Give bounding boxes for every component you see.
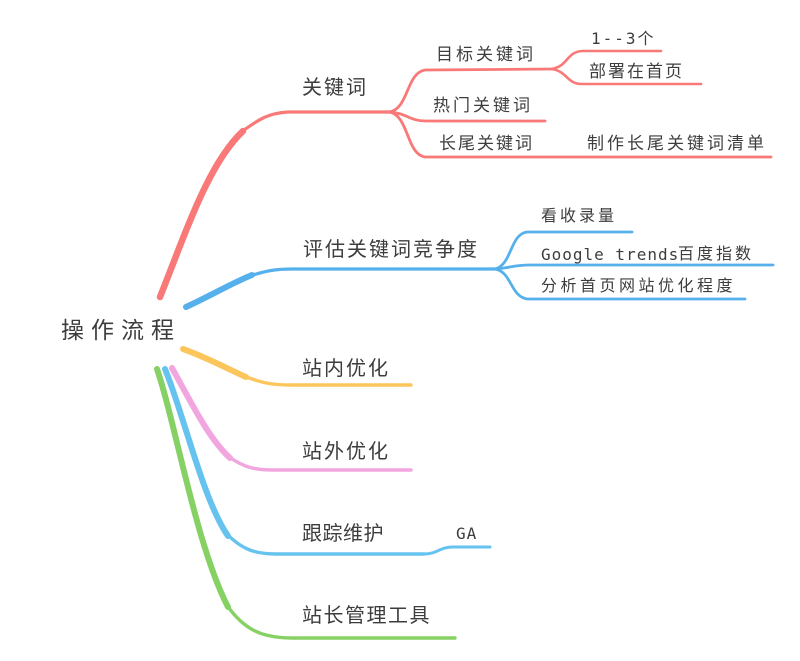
- topic-longtail-keywords[interactable]: 长尾关键词: [439, 134, 534, 154]
- branch-keywords-lines: [156, 49, 773, 301]
- branch-onsite-trunk-curve: [180, 346, 249, 380]
- topic-offsite-optimization[interactable]: 站外优化: [302, 439, 390, 463]
- topic-check-index-volume[interactable]: 看收录量: [541, 206, 618, 225]
- branch-keywords-leaf-homepage-line: [549, 67, 703, 86]
- topic-longtail-list[interactable]: 制作长尾关键词清单: [587, 134, 767, 154]
- branch-evaluate-child-index-line: [493, 230, 634, 271]
- topic-webmaster-tools[interactable]: 站长管理工具: [302, 603, 431, 627]
- root-topic[interactable]: 操作流程: [61, 318, 181, 344]
- branch-evaluate-trunk-curve: [183, 272, 255, 310]
- branch-keywords-child-longtail-line: [387, 110, 773, 159]
- branch-webmaster-lines: [154, 366, 457, 640]
- topic-deploy-homepage[interactable]: 部署在首页: [589, 62, 684, 82]
- branch-tracking-trunk-curve: [162, 366, 231, 539]
- branch-keywords-leaf-count-line: [549, 49, 663, 71]
- topic-keywords[interactable]: 关键词: [302, 75, 368, 99]
- topic-evaluate-competition[interactable]: 评估关键词竞争度: [303, 237, 479, 261]
- branch-offsite-topic-line: [226, 454, 413, 472]
- topic-target-keywords[interactable]: 目标关键词: [436, 45, 536, 65]
- branch-offsite-lines: [169, 365, 413, 472]
- branch-webmaster-trunk-curve: [154, 366, 231, 610]
- branch-evaluate-child-trends-line: [493, 263, 775, 271]
- topic-one-to-three[interactable]: 1--3个: [591, 29, 656, 48]
- branch-evaluate-topic-line: [248, 267, 500, 278]
- topic-onsite-optimization[interactable]: 站内优化: [302, 356, 390, 380]
- branch-tracking-topic-line: [224, 531, 426, 556]
- branch-keywords-trunk-curve: [156, 127, 247, 301]
- branch-webmaster-topic-line: [224, 602, 457, 640]
- branch-tracking-child-ga-line: [422, 545, 492, 556]
- topic-analyze-homepage-optimization[interactable]: 分析首页网站优化程度: [541, 276, 737, 295]
- topic-baidu-index[interactable]: 百度指数: [678, 244, 755, 263]
- branch-evaluate-lines: [183, 230, 775, 310]
- topic-tracking-maintenance[interactable]: 跟踪维护: [302, 521, 384, 545]
- branch-offsite-trunk-curve: [169, 365, 233, 461]
- branch-keywords-child-target-line: [387, 67, 555, 114]
- branch-evaluate-child-analyze-line: [493, 267, 747, 301]
- branch-onsite-lines: [180, 346, 413, 387]
- branch-onsite-topic-line: [242, 374, 413, 387]
- topic-ga[interactable]: GA: [456, 524, 478, 543]
- topic-google-trends[interactable]: Google trends: [541, 245, 680, 264]
- branch-tracking-lines: [162, 366, 492, 556]
- branch-keywords-topic-line: [238, 110, 396, 135]
- topic-hot-keywords[interactable]: 热门关键词: [433, 96, 533, 116]
